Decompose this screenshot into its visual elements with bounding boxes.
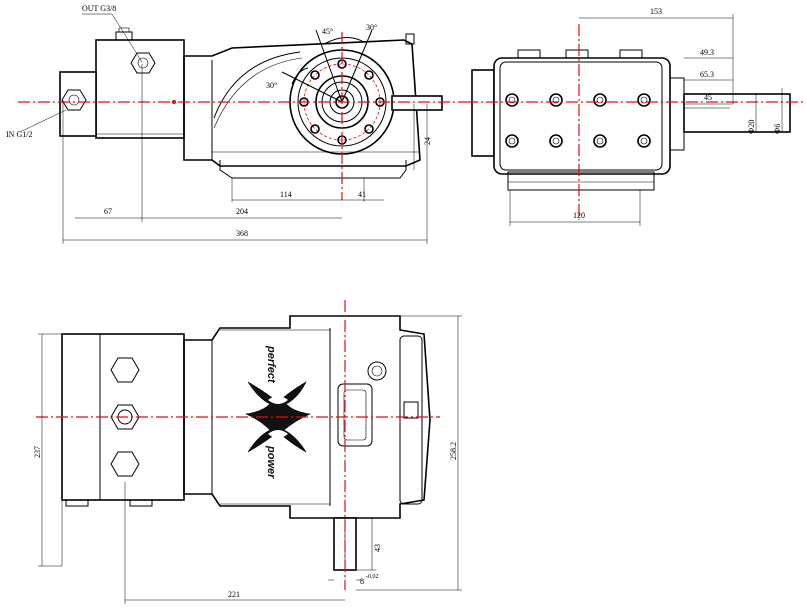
end-view: 153 49.3 65.3 45 120 Ф20 Ф6 [466, 7, 804, 226]
dim-114: 114 [280, 190, 292, 199]
dim-8-tolerance: -0.02 [366, 574, 379, 580]
dim-221: 221 [228, 590, 240, 599]
dim-phi20: Ф20 [747, 120, 756, 134]
dim-phi6: Ф6 [773, 124, 782, 134]
angle-45: 45° [322, 27, 333, 36]
inlet-label: IN G1/2 [6, 130, 32, 139]
brand-text-top: perfect [265, 345, 277, 384]
end-plate-left [471, 69, 495, 157]
angle-30-top: 30° [366, 23, 377, 32]
sight-window [337, 383, 373, 447]
manifold-block [95, 39, 185, 139]
dim-258-2: 258.2 [449, 442, 458, 460]
crankshaft-end [391, 95, 443, 111]
dim-153: 153 [650, 7, 662, 16]
angle-30-left: 30° [266, 81, 277, 90]
outlet-port-hex [130, 52, 156, 74]
dim-43: 43 [373, 544, 382, 552]
crankcase-body [183, 39, 421, 167]
brand-text-bottom: power [265, 445, 277, 479]
outlet-label: OUT G3/8 [82, 4, 116, 13]
dim-65-3: 65.3 [700, 70, 714, 79]
top-plug-1 [110, 357, 140, 383]
dim-237: 237 [33, 446, 42, 458]
dim-49-3: 49.3 [700, 48, 714, 57]
inlet-port-hex [61, 89, 87, 111]
dim-8: 8 [360, 577, 364, 586]
end-housing [493, 57, 671, 175]
top-view: perfect power 237 258.2 221 43 8 -0.02 [33, 300, 462, 604]
dim-41: 41 [358, 190, 366, 199]
top-plug-3 [110, 451, 140, 477]
top-crankcase [183, 315, 431, 519]
side-view-dimensions [19, 13, 428, 244]
dim-45: 45 [704, 93, 712, 102]
end-view-dimensions [509, 14, 783, 226]
end-shaft [683, 93, 791, 133]
end-view-bolts [505, 93, 651, 148]
dim-24: 24 [423, 137, 432, 145]
dim-204: 204 [236, 207, 248, 216]
dim-368: 368 [236, 229, 248, 238]
side-view: OUT G3/8 IN G1/2 67 204 114 41 368 45° 3… [6, 4, 466, 244]
top-view-dimensions [38, 315, 462, 604]
dim-67: 67 [104, 207, 112, 216]
dim-120: 120 [573, 211, 585, 220]
inlet-fitting [59, 71, 97, 137]
